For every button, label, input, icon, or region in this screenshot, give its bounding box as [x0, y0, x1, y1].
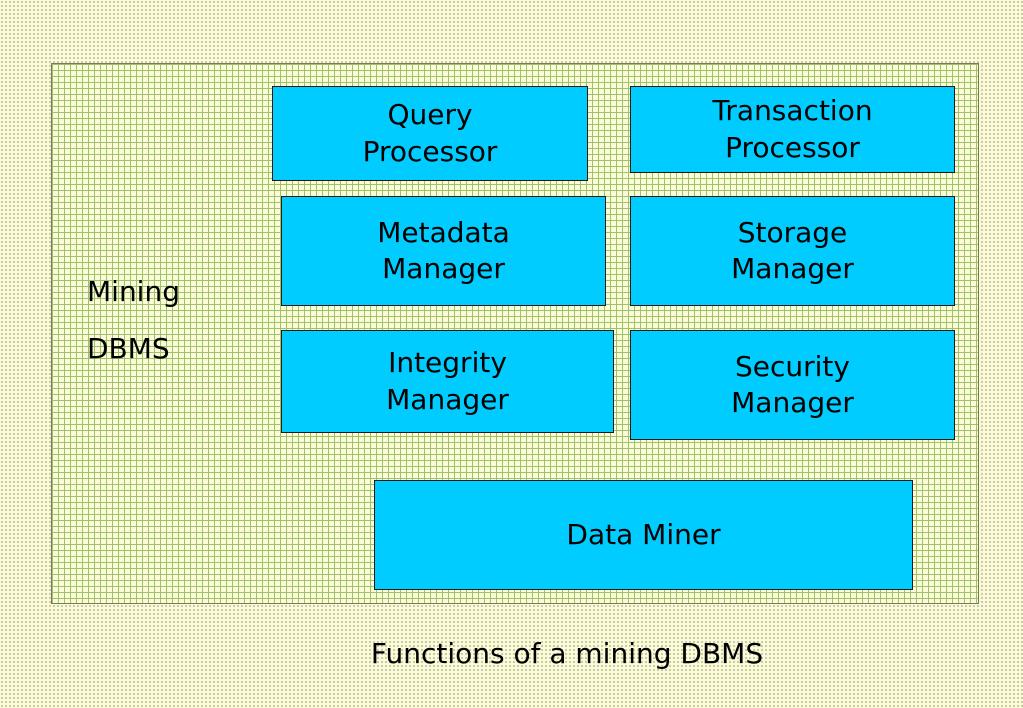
data-miner-box: Data Miner	[374, 480, 913, 590]
security-manager-label: Security Manager	[731, 349, 854, 419]
transaction-processor-label: Transaction Processor	[712, 94, 873, 164]
query-processor-label: Query Processor	[362, 98, 498, 168]
query-processor-box: Query Processor	[272, 86, 588, 181]
metadata-manager-box: Metadata Manager	[281, 196, 606, 306]
storage-manager-box: Storage Manager	[630, 196, 955, 306]
integrity-manager-label: Integrity Manager	[386, 346, 509, 416]
integrity-manager-box: Integrity Manager	[281, 330, 614, 433]
data-miner-label: Data Miner	[566, 517, 721, 551]
storage-manager-label: Storage Manager	[731, 215, 854, 285]
security-manager-box: Security Manager	[630, 330, 955, 440]
container-label-dbms: DBMS	[87, 332, 170, 365]
container-label-mining: Mining	[87, 275, 180, 308]
transaction-processor-box: Transaction Processor	[630, 86, 955, 173]
metadata-manager-label: Metadata Manager	[377, 215, 510, 285]
diagram-caption: Functions of a mining DBMS	[370, 637, 764, 670]
